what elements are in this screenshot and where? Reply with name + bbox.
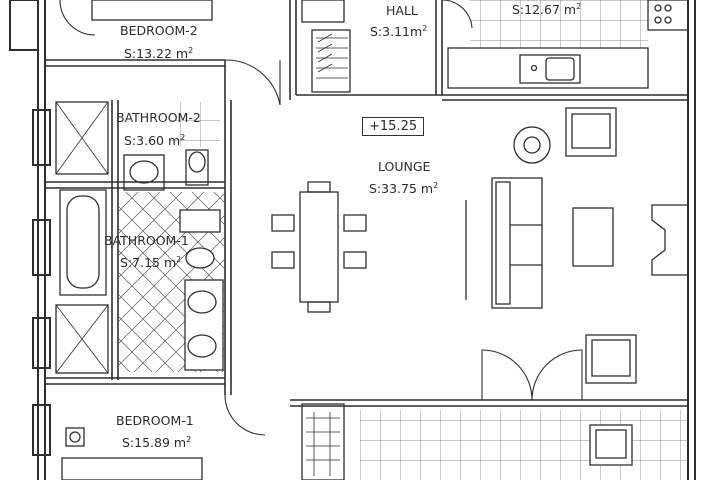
shower-bathroom-1: [55, 304, 109, 374]
outer-walls: [9, 0, 696, 480]
lower-closet: [301, 403, 345, 480]
shower-bathroom-2: [55, 101, 109, 175]
bathroom-1-area: S:7.15 m2: [120, 253, 181, 270]
hall-area-unit: 2: [422, 24, 428, 33]
toilet-bathroom-1: [179, 209, 221, 269]
bed-bedroom-2: [91, 0, 213, 21]
bed-bedroom-1: [61, 427, 203, 480]
dining-table: [271, 181, 367, 313]
bathroom-1-area-value: S:7.15 m: [120, 255, 177, 271]
hall-name: HALL: [386, 3, 418, 18]
elevation-mark: +15.25: [362, 117, 425, 136]
bathroom-2-floor: [170, 102, 220, 147]
armchair-top: [565, 107, 617, 157]
lounge-area-value: S:33.75 m: [369, 181, 434, 197]
round-lamp: [513, 126, 551, 164]
lounge-area: S:33.75 m2: [369, 179, 438, 196]
kitchen-counter: [447, 0, 689, 89]
bathroom-1-area-unit: 2: [176, 255, 182, 264]
kitchen-area: S:12.67 m2: [512, 0, 581, 17]
doors: [59, 0, 583, 436]
bedroom-1-area-value: S:15.89 m: [122, 435, 187, 451]
bathtub: [59, 189, 107, 296]
sink-bathroom-2: [123, 154, 165, 191]
bedroom-2-name: BEDROOM-2: [120, 23, 198, 38]
fireplace: [651, 204, 688, 276]
kitchen-area-unit: 2: [576, 2, 582, 11]
bedroom-2-area-unit: 2: [188, 46, 194, 55]
hall-closet: [301, 0, 351, 93]
lower-tiled-floor: [360, 410, 688, 480]
bedroom-1-name: BEDROOM-1: [116, 413, 194, 428]
lounge-area-unit: 2: [433, 181, 439, 190]
sofa: [465, 177, 543, 309]
lounge-name: LOUNGE: [378, 159, 431, 174]
bathroom-2-name: BATHROOM-2: [116, 110, 201, 125]
bedroom-1-area: S:15.89 m2: [122, 433, 191, 450]
bathroom-2-area: S:3.60 m2: [124, 131, 185, 148]
bathroom-1-name: BATHROOM-1: [104, 233, 189, 248]
coffee-table: [572, 207, 614, 267]
kitchen-floor: [470, 0, 648, 48]
lower-armchair: [589, 424, 633, 466]
bedroom-2-area-value: S:13.22 m: [124, 46, 189, 62]
armchair-bottom: [585, 334, 637, 384]
hall-area-value: S:3.11m: [370, 24, 423, 40]
sinks-bathroom-1: [184, 279, 224, 371]
toilet-bathroom-2: [185, 149, 209, 186]
bedroom-1-area-unit: 2: [186, 435, 192, 444]
bedroom-2-area: S:13.22 m2: [124, 44, 193, 61]
bathroom-2-area-value: S:3.60 m: [124, 133, 181, 149]
hall-area: S:3.11m2: [370, 22, 427, 39]
bathroom-2-area-unit: 2: [180, 133, 186, 142]
kitchen-area-value: S:12.67 m: [512, 2, 577, 18]
